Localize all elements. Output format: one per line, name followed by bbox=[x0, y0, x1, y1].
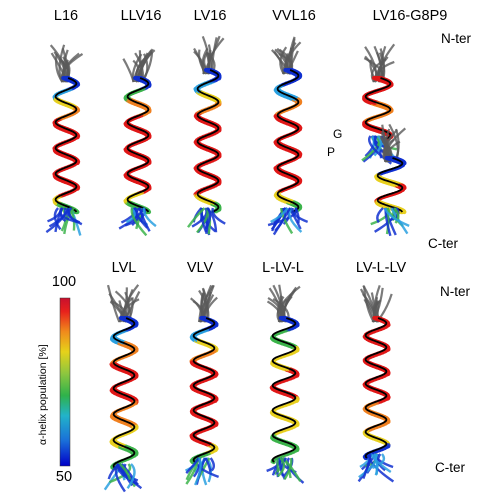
n-ter-label-bottom: N-ter bbox=[440, 284, 470, 299]
colorbar-min-label: 50 bbox=[55, 469, 73, 485]
colorbar bbox=[59, 297, 71, 467]
helix-LV16 bbox=[187, 35, 226, 236]
helix-LV16-G8P9-upper bbox=[361, 43, 398, 165]
label-LLV16: LLV16 bbox=[120, 8, 162, 24]
helix-L-LV-L bbox=[266, 284, 305, 484]
label-LVL: LVL bbox=[111, 260, 137, 276]
helix-L16 bbox=[45, 44, 84, 236]
c-ter-label-top: C-ter bbox=[428, 236, 458, 251]
label-VLV: VLV bbox=[186, 260, 214, 276]
helix-LV16-G8P9-lower bbox=[370, 123, 410, 237]
colorbar-max-label: 100 bbox=[51, 274, 77, 290]
helix-VLV bbox=[185, 284, 220, 486]
helix-LVL bbox=[103, 284, 143, 493]
residue-label-P: P bbox=[327, 145, 336, 159]
n-ter-label-top: N-ter bbox=[441, 31, 471, 46]
label-LV16-G8P9: LV16-G8P9 bbox=[372, 8, 448, 24]
label-L-LV-L: L-LV-L bbox=[262, 260, 304, 276]
colorbar-title: α-helix population [%] bbox=[37, 344, 49, 445]
label-VVL16: VVL16 bbox=[272, 8, 316, 24]
helix-LV-L-LV bbox=[357, 284, 395, 483]
label-LV-L-LV: LV-L-LV bbox=[355, 260, 407, 276]
label-L16: L16 bbox=[53, 8, 79, 24]
c-ter-label-bottom: C-ter bbox=[435, 460, 465, 475]
label-LV16: LV16 bbox=[193, 8, 227, 24]
residue-label-G: G bbox=[333, 127, 343, 141]
helix-VVL16 bbox=[267, 36, 309, 236]
helix-LLV16 bbox=[118, 48, 157, 237]
